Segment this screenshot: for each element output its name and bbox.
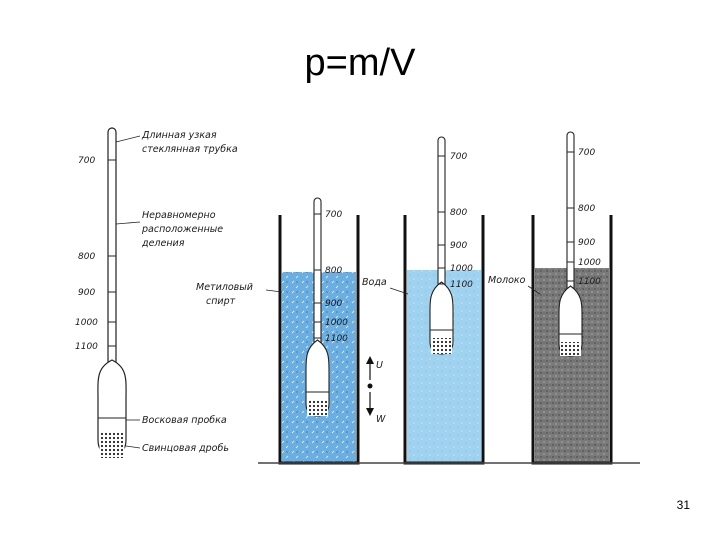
vessel3-scale-900: 900 (578, 238, 595, 248)
vessel1-scale-1100: 1100 (325, 334, 348, 344)
label-tube-line1: Длинная узкая (141, 130, 217, 141)
vessel-milk (531, 131, 613, 465)
vessel2-scale-800: 800 (450, 208, 467, 218)
vessel3-scale-700: 700 (578, 148, 595, 158)
vessel1-scale-1000: 1000 (325, 318, 348, 328)
vessel3-scale-1100: 1100 (578, 277, 601, 287)
vessel3-scale-800: 800 (578, 204, 595, 214)
vessel2-scale-900: 900 (450, 241, 467, 251)
page-number: 31 (676, 498, 690, 512)
liquid-label-methanol-line2: спирт (206, 296, 236, 307)
label-divisions-line1: Неравномерно (142, 210, 216, 221)
vessel1-scale-900: 900 (325, 299, 342, 309)
main-scale-900: 900 (78, 288, 95, 298)
label-tube-line2: стеклянная трубка (142, 144, 238, 155)
main-scale-1100: 1100 (75, 342, 98, 352)
label-divisions-line3: деления (141, 238, 185, 249)
force-up-label: U (376, 360, 383, 371)
main-scale-1000: 1000 (75, 318, 98, 328)
force-down-label: W (376, 414, 386, 425)
main-hydrometer (97, 127, 127, 458)
vessel3-scale-1000: 1000 (578, 258, 601, 268)
main-scale-800: 800 (78, 252, 95, 262)
liquid-label-water: Вода (362, 277, 387, 288)
label-divisions-line2: расположенные (141, 224, 223, 235)
vessel-methanol (278, 197, 374, 465)
vessel2-scale-1000: 1000 (450, 264, 473, 274)
liquid-label-milk: Молоко (488, 275, 526, 286)
vessel2-scale-700: 700 (450, 152, 467, 162)
label-wax: Восковая пробка (142, 415, 227, 426)
vessel1-scale-700: 700 (325, 210, 342, 220)
vessel1-scale-800: 800 (325, 266, 342, 276)
slide-title: p=m/V (304, 42, 416, 84)
label-shot: Свинцовая дробь (142, 443, 229, 454)
vessel2-scale-1100: 1100 (450, 280, 473, 290)
vessel-water (403, 136, 485, 465)
liquid-label-methanol-line1: Метиловый (196, 282, 253, 293)
main-scale-700: 700 (78, 156, 95, 166)
